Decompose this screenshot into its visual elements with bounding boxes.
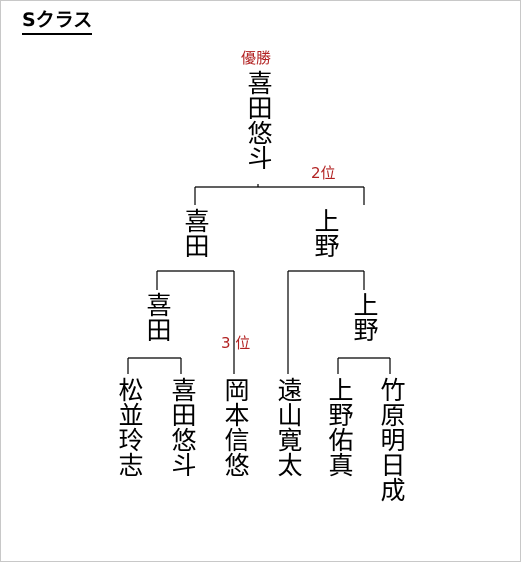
final-winner: 喜田悠斗 bbox=[244, 70, 273, 170]
player-4: 遠山寛太 bbox=[274, 377, 303, 477]
page-title: Sクラス bbox=[22, 8, 93, 35]
champion-label: 優勝 bbox=[241, 49, 272, 67]
player-5: 上野佑真 bbox=[325, 377, 354, 477]
quarter-left-winner: 喜田 bbox=[143, 292, 172, 342]
semifinal-right-winner: 上野 bbox=[311, 208, 340, 258]
third-place-label: 3 位 bbox=[221, 334, 251, 352]
second-place-label: 2位 bbox=[311, 164, 336, 182]
quarter-right-winner: 上野 bbox=[350, 292, 379, 342]
semifinal-left-winner: 喜田 bbox=[181, 208, 210, 258]
player-6: 竹原明日成 bbox=[377, 377, 406, 502]
player-1: 松並玲志 bbox=[115, 377, 144, 477]
player-2: 喜田悠斗 bbox=[168, 377, 197, 477]
player-3: 岡本信悠 bbox=[221, 377, 250, 477]
